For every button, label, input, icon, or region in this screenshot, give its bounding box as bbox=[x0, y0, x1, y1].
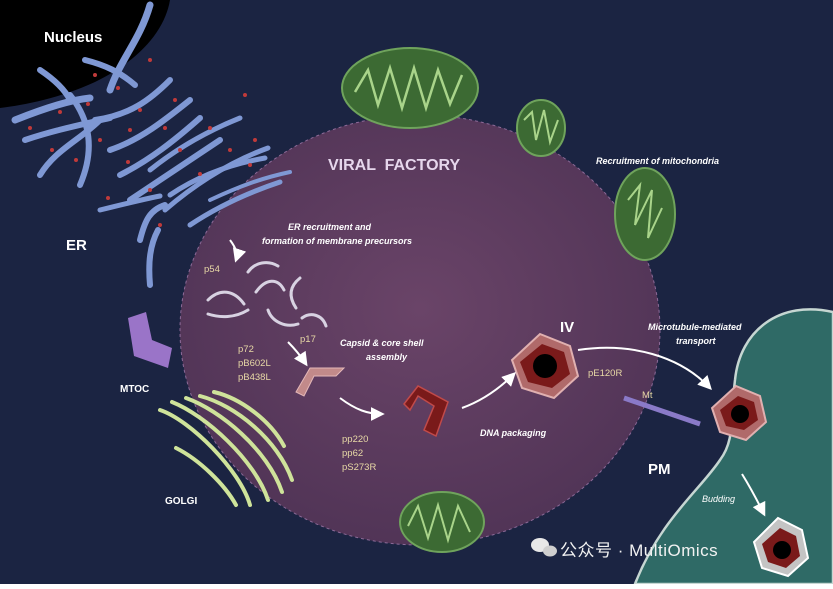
label-er: ER bbox=[66, 237, 87, 254]
label-golgi: GOLGI bbox=[165, 496, 197, 507]
label-dna-packaging: DNA packaging bbox=[480, 428, 547, 438]
label-ps273r: pS273R bbox=[342, 462, 376, 473]
process-arrows bbox=[229, 239, 766, 517]
label-mtoc: MTOC bbox=[120, 384, 149, 395]
label-viral-factory: VIRAL FACTORY bbox=[328, 157, 460, 174]
label-capsid-1: Capsid & core shell bbox=[340, 338, 424, 348]
label-microtubule-1: Microtubule-mediated bbox=[648, 322, 742, 332]
microtubule bbox=[623, 395, 701, 427]
label-pb602l: pB602L bbox=[238, 358, 271, 369]
label-er-recruit-2: formation of membrane precursors bbox=[262, 236, 412, 246]
mitochondrion-bottom bbox=[399, 491, 485, 553]
label-iv: IV bbox=[560, 319, 574, 336]
er-ribosomes bbox=[28, 58, 257, 227]
virion-iv bbox=[510, 332, 580, 400]
label-pp220: pp220 bbox=[342, 434, 368, 445]
mitochondrion-top bbox=[341, 47, 479, 129]
mitochondrion-right bbox=[614, 167, 676, 261]
label-pe120r: pE120R bbox=[588, 368, 622, 379]
golgi-stack bbox=[158, 390, 294, 507]
label-p72: p72 bbox=[238, 344, 254, 355]
wechat-icon bbox=[531, 538, 557, 557]
virion-transport bbox=[710, 384, 768, 442]
label-budding: Budding bbox=[702, 494, 735, 504]
label-er-recruit-1: ER recruitment and bbox=[288, 222, 372, 232]
viral-factory-shape bbox=[179, 114, 661, 546]
label-pb438l: pB438L bbox=[238, 372, 271, 383]
mitochondrion-small bbox=[516, 99, 566, 157]
membrane-precursors bbox=[206, 261, 328, 328]
label-p17: p17 bbox=[300, 334, 316, 345]
nucleus-shape bbox=[0, 0, 170, 108]
label-mt: Mt bbox=[642, 390, 653, 401]
mtoc-shape bbox=[128, 312, 172, 368]
virion-budding bbox=[752, 516, 810, 578]
capsid-chevron-1 bbox=[295, 367, 346, 397]
capsid-chevron-2 bbox=[403, 385, 449, 438]
label-pm: PM bbox=[648, 461, 671, 478]
label-p54: p54 bbox=[204, 264, 220, 275]
label-pp62: pp62 bbox=[342, 448, 363, 459]
label-microtubule-2: transport bbox=[676, 336, 717, 346]
label-recruit-mito: Recruitment of mitochondria bbox=[596, 156, 719, 166]
label-nucleus: Nucleus bbox=[44, 29, 102, 46]
label-capsid-2: assembly bbox=[366, 352, 408, 362]
er-network bbox=[11, 1, 292, 288]
watermark: 公众号 · MultiOmics bbox=[560, 541, 719, 560]
